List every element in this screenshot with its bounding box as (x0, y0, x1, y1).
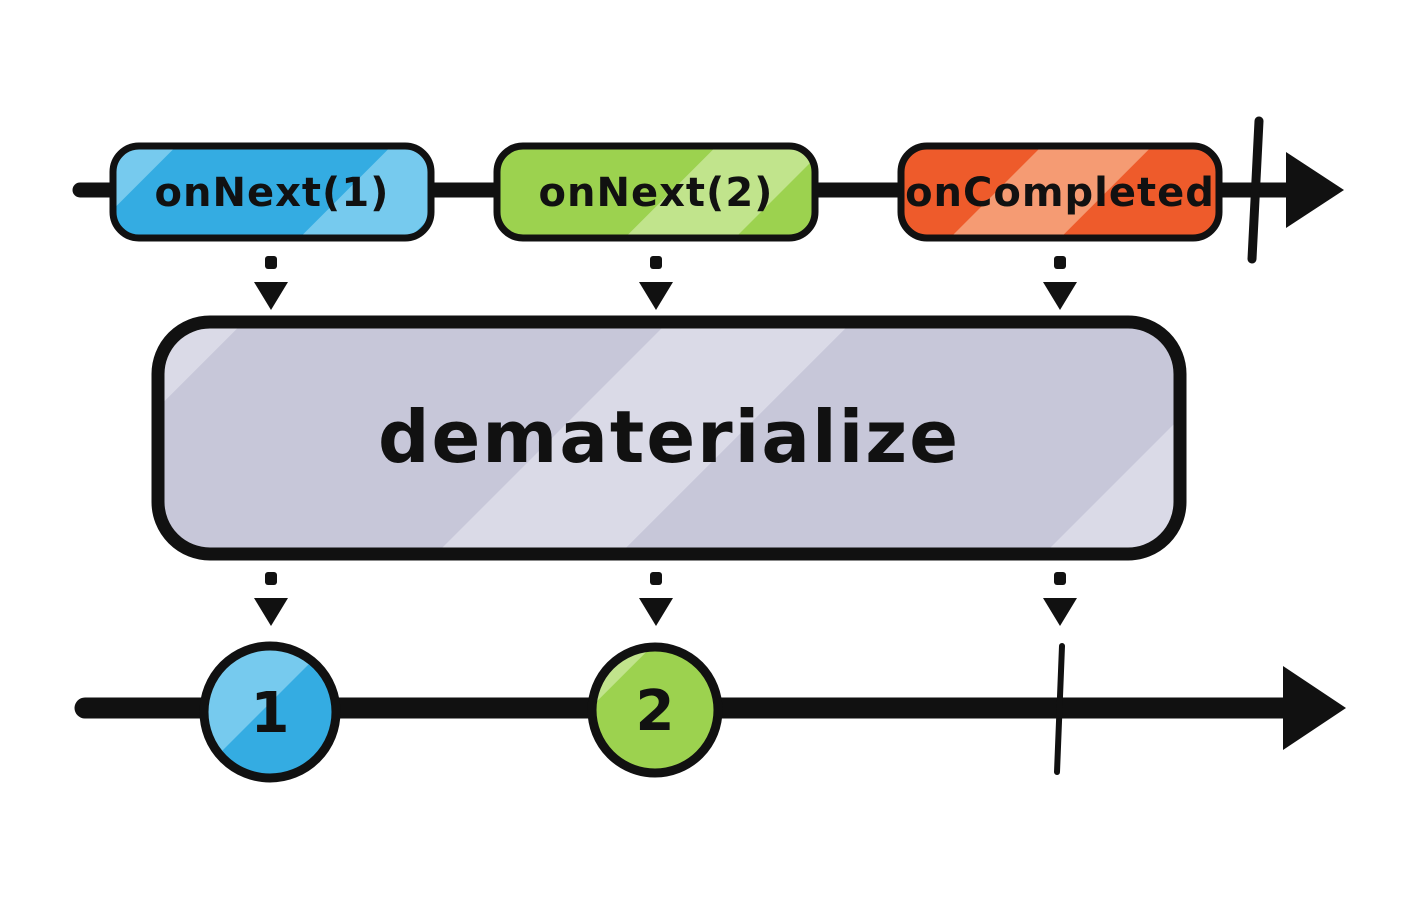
flow-arrow-into-operator-3 (1043, 256, 1077, 310)
operator: dematerialize (151, 315, 1187, 561)
output-marble-1-circle (199, 641, 341, 783)
notification-onnext-2-box (493, 142, 819, 242)
flow-arrow-out-of-operator-1 (254, 572, 288, 626)
source-timeline-arrowhead (1286, 152, 1344, 228)
flow-arrow-out-of-operator-3 (1043, 572, 1077, 626)
notification-onnext-1-label: onNext(1) (155, 170, 390, 216)
output-timeline: 1 2 (74, 641, 1346, 783)
output-timeline-arrowhead (1283, 666, 1346, 750)
output-completion-tick (1054, 643, 1065, 775)
notification-onnext-1: onNext(1) (109, 142, 435, 242)
output-marble-2: 2 (587, 642, 723, 778)
output-marble-2-circle (587, 642, 723, 778)
flow-arrow-into-operator-1 (254, 256, 288, 310)
flow-arrow-out-of-operator-2 (639, 572, 673, 626)
notification-oncompleted: onCompleted (897, 142, 1223, 242)
notification-oncompleted-label: onCompleted (905, 170, 1215, 216)
output-marble-2-label: 2 (636, 679, 675, 744)
source-timeline: onNext(1) onNext(2) onCompleted (72, 116, 1344, 264)
notification-oncompleted-box (897, 142, 1223, 242)
notification-onnext-2-label: onNext(2) (539, 170, 774, 216)
operator-label: dematerialize (378, 395, 960, 479)
notification-onnext-1-box (109, 142, 435, 242)
source-completion-tick (1247, 116, 1264, 264)
flow-arrow-into-operator-2 (639, 256, 673, 310)
output-marble-1: 1 (199, 641, 341, 783)
notification-onnext-2: onNext(2) (493, 142, 819, 242)
output-marble-1-label: 1 (251, 681, 290, 746)
operator-box (151, 315, 1187, 561)
